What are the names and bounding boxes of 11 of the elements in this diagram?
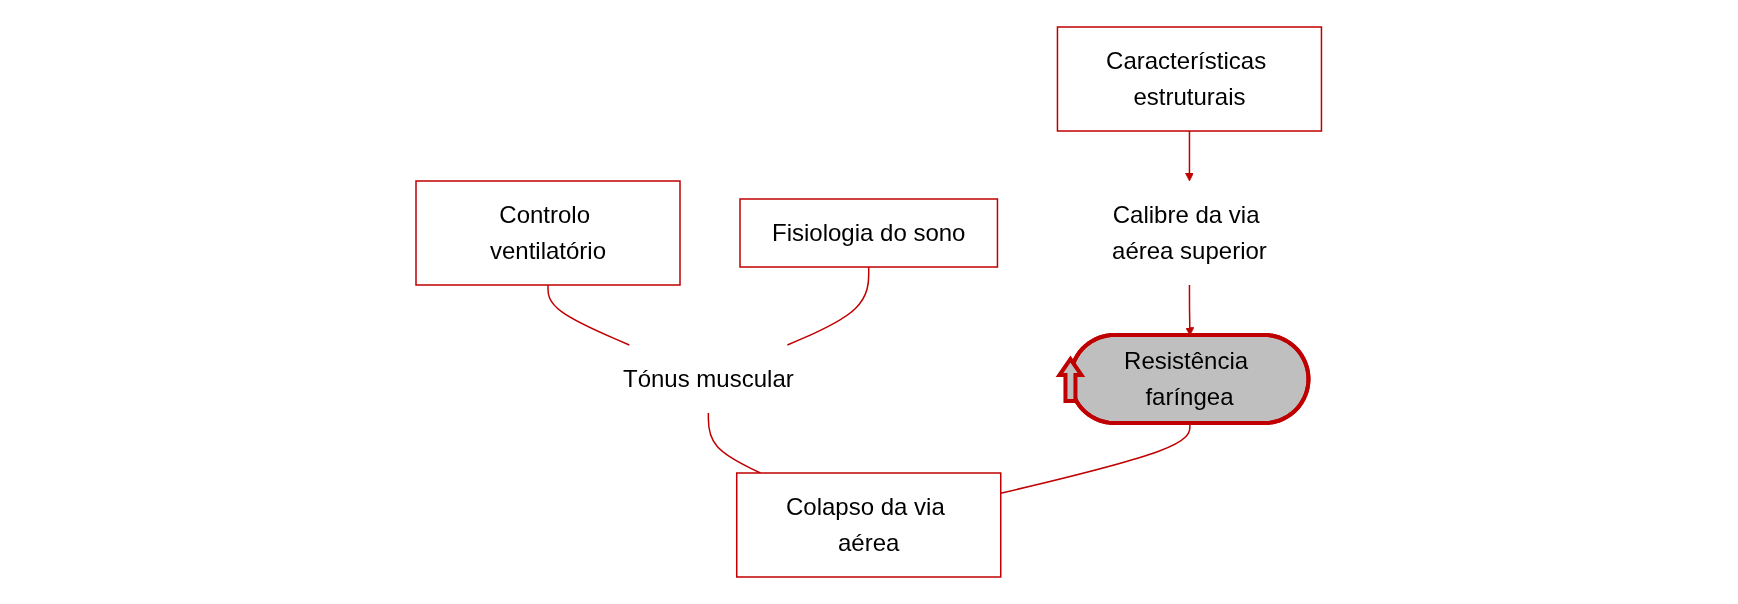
node-text: Calibre da via aérea superior [1112,201,1268,264]
connector [786,266,870,346]
node-box: Fisiologia do sono [739,198,999,268]
connector [547,284,631,346]
arrow [1185,130,1195,182]
node-text: Tónus muscular [623,365,794,392]
node-box: Controlo ventilatório [415,180,681,286]
connector [707,412,762,474]
node-box: Colapso da via aérea [736,472,1002,578]
arrow [1185,284,1195,336]
node-box: Características estruturais [1056,26,1323,132]
